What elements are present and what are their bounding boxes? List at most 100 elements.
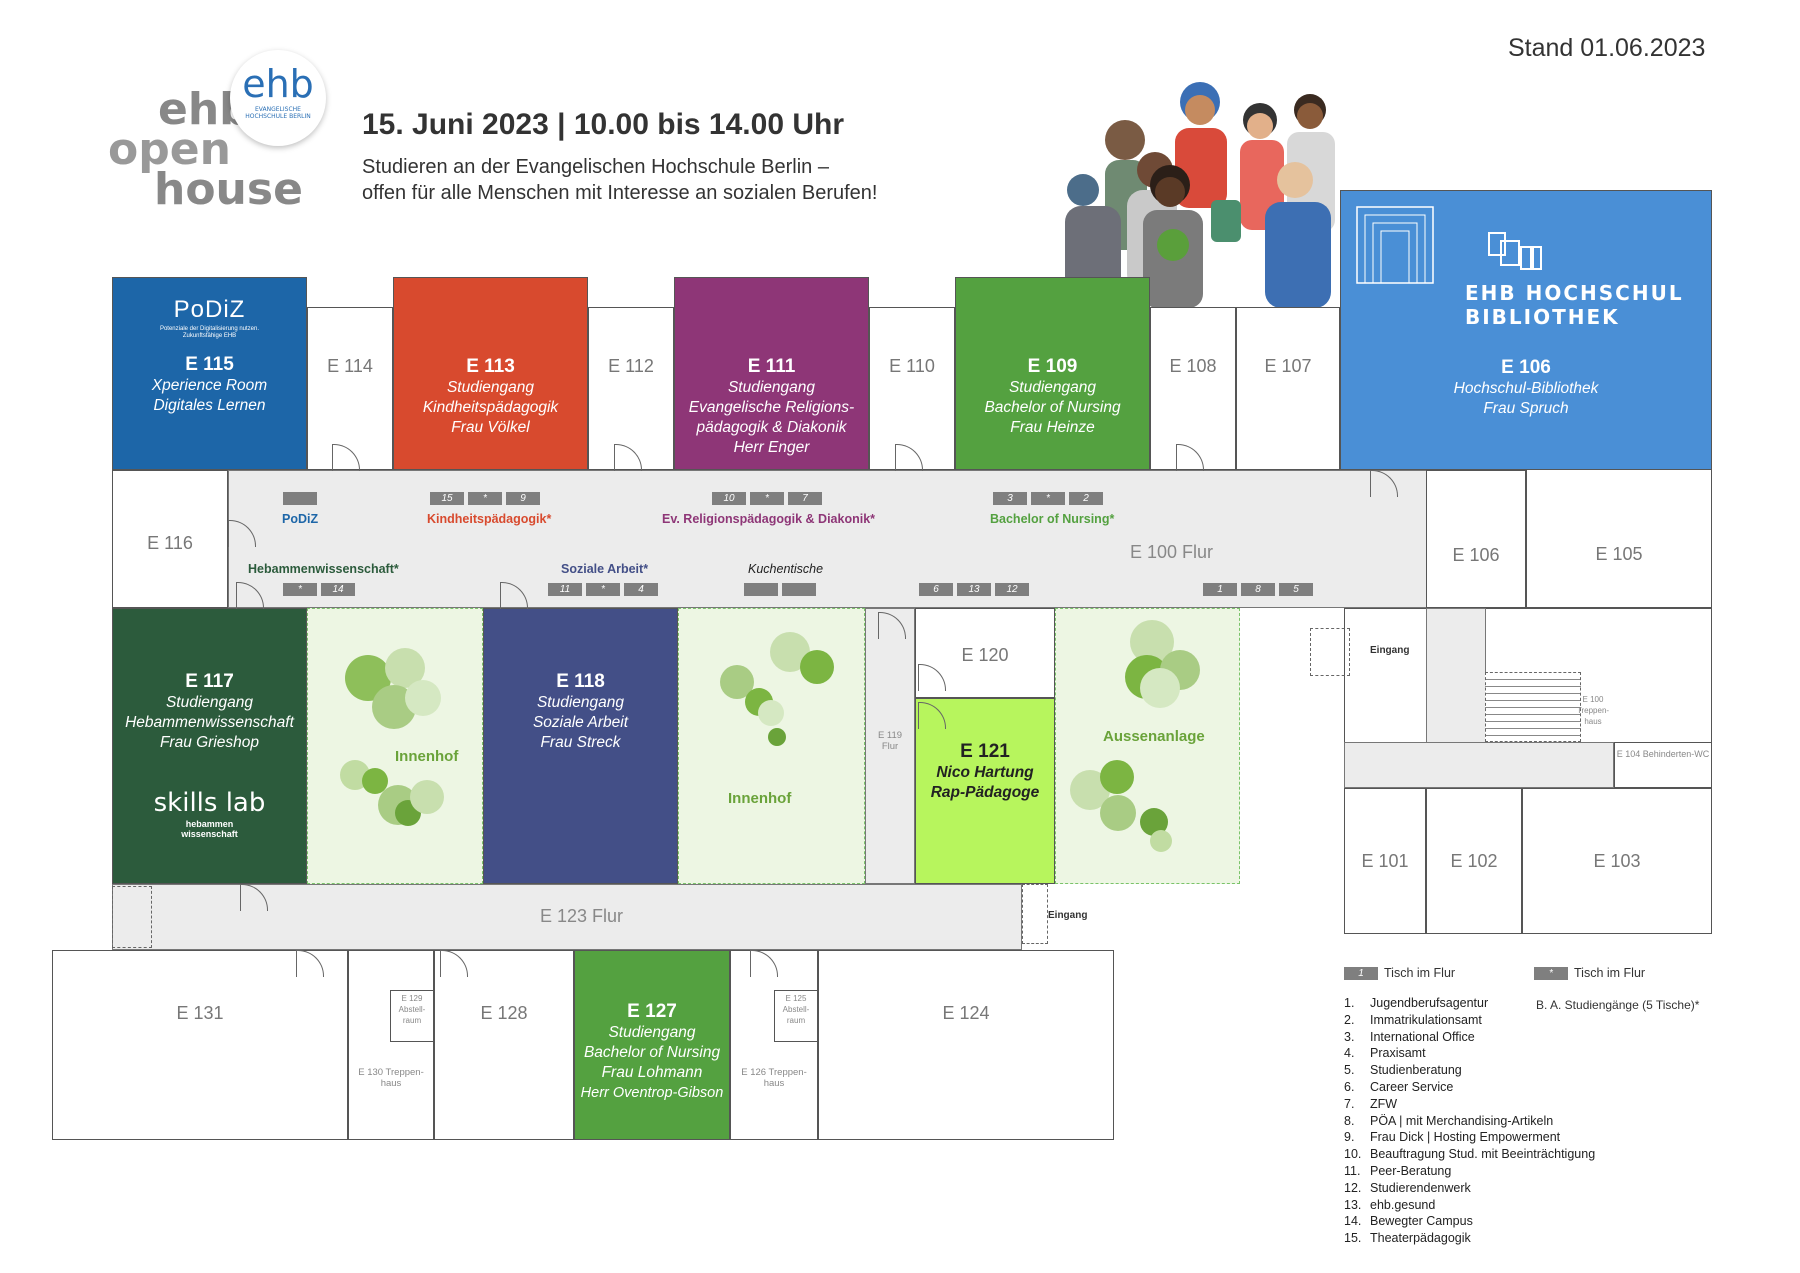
room-e129[interactable]: E 129 Abstell-raum <box>390 990 434 1042</box>
room-e117[interactable]: E 117 Studiengang Hebammenwissenschaft F… <box>112 608 307 884</box>
room-e115[interactable]: PoDiZ Potenziale der Digitalisierung nut… <box>112 277 307 470</box>
table: 5 <box>1279 583 1313 596</box>
room-e126[interactable]: E 126 Treppen-haus <box>730 950 818 1140</box>
room-e125-label: E 125 Abstell-raum <box>782 994 810 1025</box>
room-e110[interactable]: E 110 <box>869 307 955 470</box>
event-date: 15. Juni 2023 | 10.00 bis 14.00 Uhr <box>362 108 845 141</box>
room-e111-line4: Herr Enger <box>733 439 810 456</box>
room-e113-code: E 113 <box>466 356 515 377</box>
entrance-right[interactable] <box>1310 628 1350 676</box>
logo-text-open: open <box>108 124 231 175</box>
room-e127[interactable]: E 127 Studiengang Bachelor of Nursing Fr… <box>574 950 730 1140</box>
room-e124[interactable]: E 124 <box>818 950 1114 1140</box>
tables-soziale: 11 * 4 <box>548 583 658 596</box>
legend: 1 Tisch im Flur * Tisch im Flur B. A. St… <box>1344 966 1764 1248</box>
innenhof-middle-label: Innenhof <box>728 790 792 807</box>
room-e126-label: E 126 Treppen-haus <box>741 1067 807 1089</box>
room-e113[interactable]: E 113 Studiengang Kindheitspädagogik Fra… <box>393 277 588 470</box>
room-e106-line2: Frau Spruch <box>1483 400 1569 417</box>
room-e117-line2: Hebammenwissenschaft <box>125 714 294 731</box>
room-e105[interactable]: E 105 <box>1526 470 1712 608</box>
corridor-e100 <box>228 470 1511 608</box>
table: 3 <box>993 492 1027 505</box>
table: 10 <box>712 492 746 505</box>
corridor-e119-label: E 119 Flur <box>877 730 903 752</box>
room-e102[interactable]: E 102 <box>1426 788 1522 934</box>
room-e112-label: E 112 <box>608 356 654 376</box>
room-e112[interactable]: E 112 <box>588 307 674 470</box>
tables-mid: 6 13 12 <box>919 583 1029 596</box>
room-e103[interactable]: E 103 <box>1522 788 1712 934</box>
room-e118-line3: Frau Streck <box>540 734 621 751</box>
skills-lab-logo: skills lab <box>153 788 266 818</box>
room-e121[interactable]: E 121 Nico Hartung Rap-Pädagoge <box>915 698 1055 884</box>
label-kuchen: Kuchentische <box>748 562 824 576</box>
room-e118-line2: Soziale Arbeit <box>532 714 629 731</box>
room-e106-small[interactable]: E 106 <box>1426 470 1526 608</box>
room-e127-line2: Bachelor of Nursing <box>583 1044 721 1061</box>
room-e105-label: E 105 <box>1595 544 1643 564</box>
people-illustration <box>1065 82 1335 308</box>
entrance-bottom[interactable] <box>1022 884 1048 944</box>
corridor-e119 <box>865 608 915 884</box>
legend-item: 3.International Office <box>1344 1029 1475 1044</box>
room-e109[interactable]: E 109 Studiengang Bachelor of Nursing Fr… <box>955 277 1150 470</box>
entrance-left[interactable] <box>112 886 152 948</box>
room-e113-line1: Studiengang <box>446 379 535 396</box>
room-e104[interactable]: E 104 Behinderten-WC <box>1614 742 1712 788</box>
room-e101[interactable]: E 101 <box>1344 788 1426 934</box>
room-e115-line2: Digitales Lernen <box>153 397 266 414</box>
room-e106-code: E 106 <box>1501 357 1551 378</box>
legend-item: 12.Studierendenwerk <box>1344 1180 1471 1195</box>
table: 6 <box>919 583 953 596</box>
room-e120-label: E 120 <box>961 645 1009 665</box>
room-e111-line3: pädagogik & Diakonik <box>696 419 847 436</box>
room-e111-code: E 111 <box>747 356 796 377</box>
room-e109-line3: Frau Heinze <box>1010 419 1095 436</box>
legend-item: 15.Theaterpädagogik <box>1344 1231 1471 1246</box>
room-e113-line3: Frau Völkel <box>451 419 530 436</box>
room-e125[interactable]: E 125 Abstell-raum <box>774 990 818 1042</box>
room-e118-line1: Studiengang <box>536 694 625 711</box>
table: 14 <box>321 583 355 596</box>
room-e117-line3: Frau Grieshop <box>159 734 260 751</box>
room-e111[interactable]: E 111 Studiengang Evangelische Religions… <box>674 277 869 470</box>
room-e110-label: E 110 <box>889 356 935 376</box>
innenhof-left-label: Innenhof <box>395 748 459 765</box>
room-e118[interactable]: E 118 Studiengang Soziale Arbeit Frau St… <box>483 608 678 884</box>
room-e121-line1: Nico Hartung <box>936 764 1034 781</box>
room-e108-label: E 108 <box>1169 356 1217 376</box>
library-logo-line2: BIBLIOTHEK <box>1465 305 1620 329</box>
room-e127-line4: Herr Oventrop-Gibson <box>580 1085 724 1101</box>
legend-item: 13.ehb.gesund <box>1344 1197 1436 1212</box>
room-e108[interactable]: E 108 <box>1150 307 1236 470</box>
room-e118-code: E 118 <box>556 671 605 692</box>
room-e114[interactable]: E 114 <box>307 307 393 470</box>
room-e127-code: E 127 <box>627 1001 677 1022</box>
label-nursing: Bachelor of Nursing* <box>990 512 1115 526</box>
room-e106-library[interactable]: EHB HOCHSCHUL BIBLIOTHEK E 106 Hochschul… <box>1340 190 1712 470</box>
room-e107[interactable]: E 107 <box>1236 307 1340 470</box>
room-e106-line1: Hochschul-Bibliothek <box>1453 380 1599 397</box>
table <box>744 583 778 596</box>
room-e111-line2: Evangelische Religions- <box>688 399 855 416</box>
entrance-right-label: Eingang <box>1370 645 1410 656</box>
legend-item: 2.Immatrikulationsamt <box>1344 1012 1482 1027</box>
tables-kindheit: 15 * 9 <box>430 492 540 505</box>
label-podiz: PoDiZ <box>282 512 319 526</box>
tables-podiz <box>283 492 317 505</box>
table: 11 <box>548 583 582 596</box>
legend-key2-symbol: * <box>1534 967 1568 980</box>
ehb-badge-sub: EVANGELISCHE HOCHSCHULE BERLIN <box>245 106 311 120</box>
room-e128[interactable]: E 128 <box>434 950 574 1140</box>
room-e131[interactable]: E 131 <box>52 950 348 1140</box>
room-e130[interactable]: E 130 Treppen-haus <box>348 950 434 1140</box>
table: 12 <box>995 583 1029 596</box>
legend-item: 6.Career Service <box>1344 1079 1454 1094</box>
room-e127-line3: Frau Lohmann <box>601 1064 703 1081</box>
room-e116[interactable]: E 116 <box>112 470 228 608</box>
room-e114-label: E 114 <box>327 356 373 376</box>
label-soziale: Soziale Arbeit* <box>561 562 649 576</box>
legend-item: 10.Beauftragung Stud. mit Beeinträchtigu… <box>1344 1147 1596 1162</box>
podiz-logo: PoDiZ <box>173 296 246 323</box>
